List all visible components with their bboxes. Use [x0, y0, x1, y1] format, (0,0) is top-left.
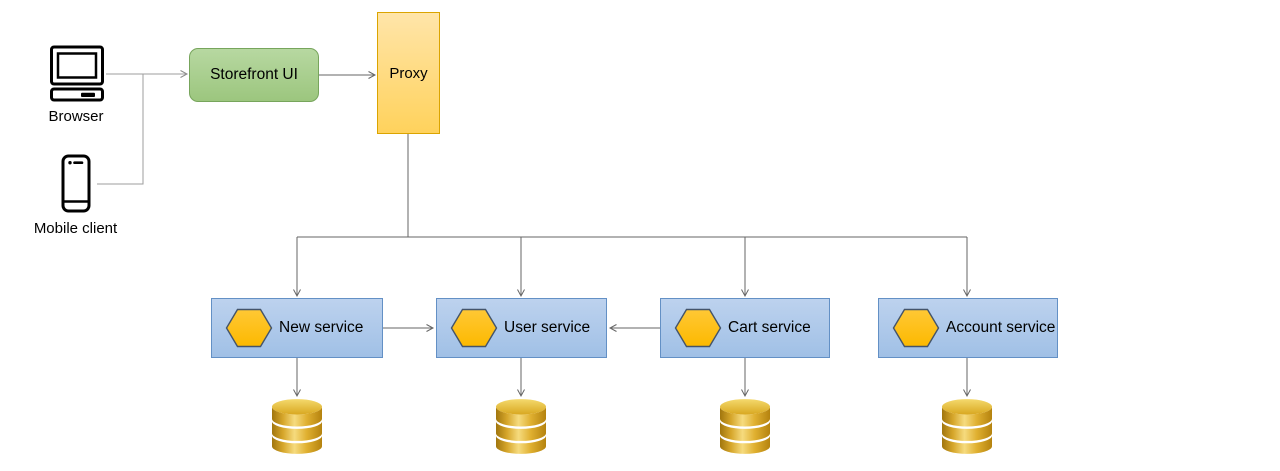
database-icon [942, 399, 992, 454]
service-node-account: Account service [878, 298, 1058, 358]
hexagon-icon [674, 308, 722, 348]
hexagon-icon [450, 308, 498, 348]
desktop-computer-icon [50, 45, 104, 102]
proxy-node: Proxy [377, 12, 440, 134]
hexagon-icon [225, 308, 273, 348]
edge-mobile-branch [97, 74, 144, 185]
browser-label: Browser [48, 108, 104, 125]
mobile-client-label: Mobile client [33, 220, 118, 237]
service-label-user: User service [504, 319, 591, 336]
service-label-account: Account service [946, 319, 1056, 336]
proxy-label: Proxy [389, 64, 428, 82]
service-label-cart: Cart service [728, 319, 811, 336]
hexagon-icon [892, 308, 940, 348]
service-node-new: New service [211, 298, 383, 358]
smartphone-icon [61, 154, 91, 213]
service-node-cart: Cart service [660, 298, 830, 358]
storefront-ui-label: Storefront UI [210, 66, 298, 83]
storefront-ui-node: Storefront UI [189, 48, 319, 102]
database-icon [272, 399, 322, 454]
database-icon [720, 399, 770, 454]
service-label-new: New service [279, 319, 364, 336]
database-icon [496, 399, 546, 454]
service-node-user: User service [436, 298, 607, 358]
